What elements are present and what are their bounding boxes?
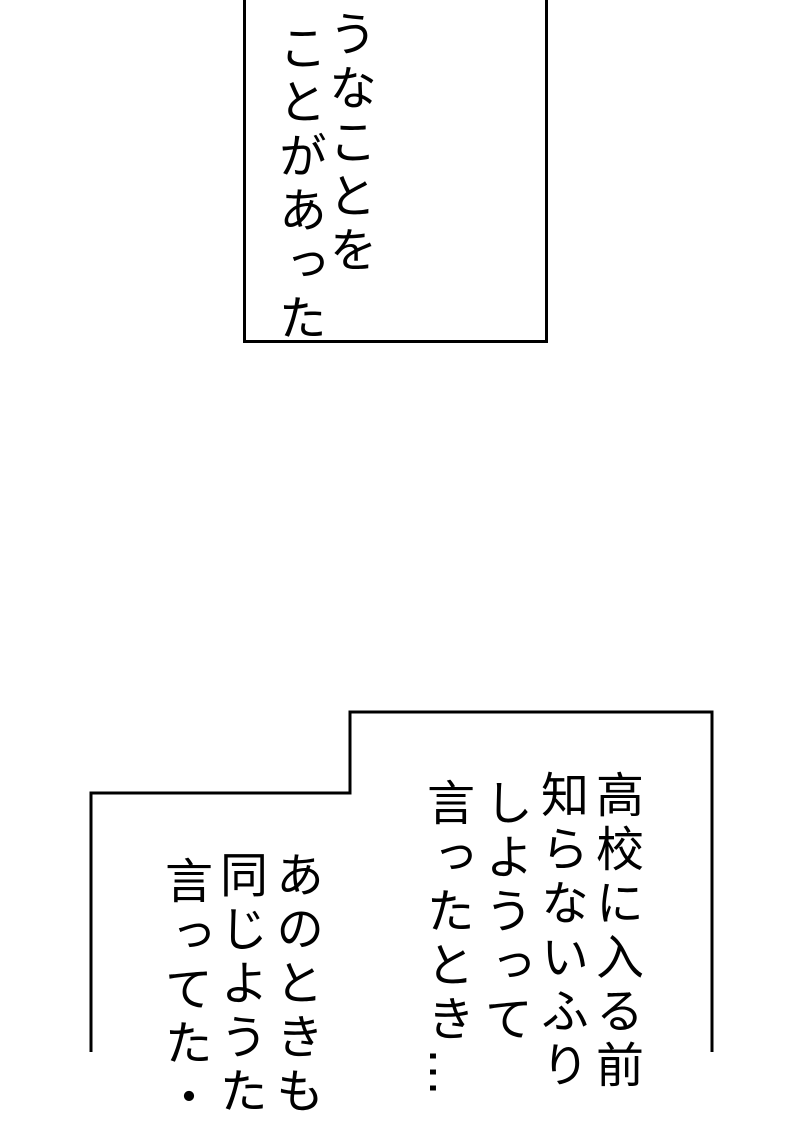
caption-box-bottom-frame xyxy=(89,710,714,1052)
caption-text-column: 高校に入る前 xyxy=(587,770,643,1094)
caption-text-column: うなことを xyxy=(320,9,376,279)
caption-text-column: あのときも xyxy=(267,850,323,1120)
caption-text-column: ことがあった xyxy=(270,23,326,347)
caption-text-column: 言ってた・ xyxy=(156,856,212,1126)
caption-text-column: 同じようた xyxy=(211,850,267,1120)
caption-box-top: うなことを ことがあった xyxy=(243,0,548,347)
caption-text-column: 知らないふり xyxy=(532,770,588,1094)
caption-text-column: しようって xyxy=(476,778,532,1048)
caption-text-column: 言ったとき… xyxy=(418,778,474,1102)
